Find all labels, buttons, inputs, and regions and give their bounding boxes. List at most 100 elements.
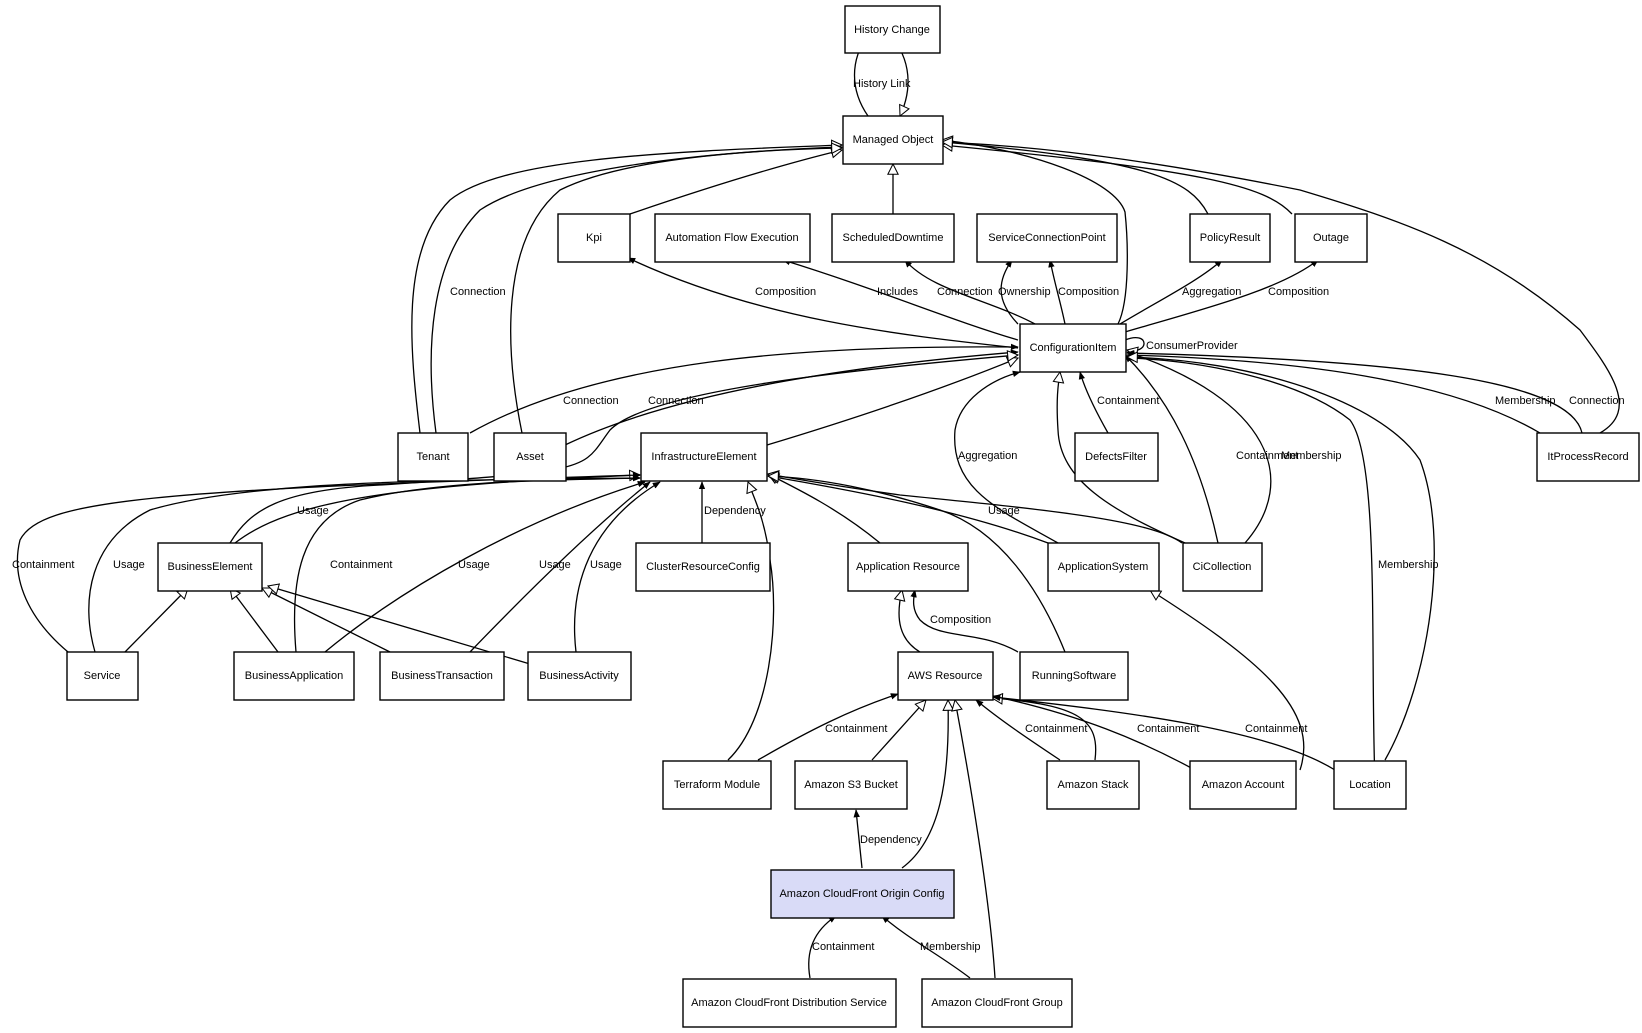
edge-itpr-mo [942,142,1620,434]
svg-text:Kpi: Kpi [586,232,602,244]
node-cluster-resource-config[interactable]: ClusterResourceConfig [635,542,771,592]
edge-stack-aws: Containment [975,699,1087,761]
edge-outage-mo [942,145,1293,215]
svg-text:Managed Object: Managed Object [853,134,934,146]
node-ci-collection[interactable]: CiCollection [1182,542,1263,592]
edge-label-tenant-mo-connection: Connection [450,286,506,298]
edge-service-ie-containment: Containment [12,472,641,653]
node-it-process-record[interactable]: ItProcessRecord [1536,432,1640,482]
node-business-transaction[interactable]: BusinessTransaction [379,651,505,701]
edge-cfds-cfoc: Containment [808,915,874,979]
edge-be-ie: Usage [234,475,640,544]
node-configuration-item[interactable]: ConfigurationItem [1019,323,1127,373]
edge-label-be-ie: Usage [297,505,329,517]
svg-text:History Change: History Change [854,24,930,36]
edge-label-bt-usage: Usage [539,559,571,571]
svg-text:Asset: Asset [516,451,544,463]
node-aws-resource[interactable]: AWS Resource [897,651,994,701]
node-application-resource[interactable]: Application Resource [847,542,969,592]
edge-policy-mo [942,142,1209,215]
edge-ci-self: ConsumerProvider [1124,337,1238,352]
svg-text:CiCollection: CiCollection [1193,561,1252,573]
edge-asset-ci: Connection [564,349,1019,446]
svg-text:BusinessElement: BusinessElement [168,561,253,573]
node-business-activity[interactable]: BusinessActivity [527,651,632,701]
node-application-system[interactable]: ApplicationSystem [1047,542,1160,592]
svg-text:ClusterResourceConfig: ClusterResourceConfig [646,561,760,573]
edge-tenant-mo [411,145,842,434]
edge-label-ci-kpi: Composition [755,286,816,298]
node-outage[interactable]: Outage [1294,213,1368,263]
svg-text:Amazon CloudFront Distribution: Amazon CloudFront Distribution Service [691,997,887,1009]
node-amazon-cloudfront-origin-config[interactable]: Amazon CloudFront Origin Config [770,869,955,919]
node-automation-flow-execution[interactable]: Automation Flow Execution [654,213,811,263]
node-infrastructure-element[interactable]: InfrastructureElement [640,432,768,482]
node-amazon-stack[interactable]: Amazon Stack [1046,760,1140,810]
edge-label-stack-aws: Containment [1025,723,1087,735]
edge-ci-outage: Composition [1124,259,1329,333]
svg-text:ApplicationSystem: ApplicationSystem [1058,561,1149,573]
edge-label-location-membership: Membership [1378,559,1439,571]
edge-label-history-link: History Link [853,78,911,90]
node-business-element[interactable]: BusinessElement [157,542,263,592]
svg-text:BusinessApplication: BusinessApplication [245,670,343,682]
edge-account-aws: Containment [992,694,1199,771]
edge-label-cicoll-membership: Membership [1281,450,1342,462]
edge-label-ba-containment: Containment [330,559,392,571]
edge-appsys-ie [768,476,1049,544]
node-location[interactable]: Location [1333,760,1407,810]
edge-bact-ie-usage: Usage [573,481,661,653]
edge-rs-ar: Composition [910,589,1019,653]
node-policy-result[interactable]: PolicyResult [1189,213,1271,263]
svg-text:Location: Location [1349,779,1391,791]
edge-label-ba-usage: Usage [458,559,490,571]
edge-ba-be [230,588,279,653]
edge-label-cfg: Membership [920,941,981,953]
svg-text:InfrastructureElement: InfrastructureElement [651,451,756,463]
edge-label-cfoc-s3: Dependency [860,834,922,846]
svg-text:Automation Flow Execution: Automation Flow Execution [665,232,798,244]
edge-ci-policy: Aggregation [1119,259,1241,325]
node-asset[interactable]: Asset [493,432,567,482]
node-amazon-account[interactable]: Amazon Account [1189,760,1297,810]
svg-text:Amazon S3 Bucket: Amazon S3 Bucket [804,779,898,791]
svg-text:DefectsFilter: DefectsFilter [1085,451,1147,463]
edge-label-cfds: Containment [812,941,874,953]
edge-label-service-containment: Containment [12,559,74,571]
node-scheduled-downtime[interactable]: ScheduledDowntime [831,213,955,263]
node-amazon-cloudfront-group[interactable]: Amazon CloudFront Group [921,978,1073,1028]
node-defects-filter[interactable]: DefectsFilter [1074,432,1159,482]
svg-text:Application Resource: Application Resource [856,561,960,573]
edge-cfg-aws [955,700,996,979]
svg-text:ItProcessRecord: ItProcessRecord [1547,451,1628,463]
node-managed-object[interactable]: Managed Object [842,115,944,165]
edge-location-ci-hollow [1127,357,1435,761]
node-kpi[interactable]: Kpi [557,213,631,263]
edge-label-ci-afe: Includes [877,286,918,298]
node-service[interactable]: Service [66,651,139,701]
node-history-change[interactable]: History Change [844,5,941,54]
node-business-application[interactable]: BusinessApplication [233,651,355,701]
node-running-software[interactable]: RunningSoftware [1019,651,1129,701]
svg-text:Amazon CloudFront Origin Confi: Amazon CloudFront Origin Config [779,888,944,900]
svg-text:BusinessActivity: BusinessActivity [539,670,619,682]
node-amazon-cloudfront-distribution-service[interactable]: Amazon CloudFront Distribution Service [682,978,897,1028]
edge-cicoll-ie: Usage [768,474,1183,544]
edge-label-itpr-membership: Membership [1495,395,1556,407]
edge-ie-ci [766,358,1018,446]
svg-text:Service: Service [84,670,121,682]
edge-tf-aws: Containment [757,693,899,761]
edge-bt-be [262,587,391,653]
node-service-connection-point[interactable]: ServiceConnectionPoint [976,213,1118,263]
edge-label-tf-aws: Containment [825,723,887,735]
node-amazon-s3-bucket[interactable]: Amazon S3 Bucket [794,760,908,810]
svg-text:Amazon Account: Amazon Account [1202,779,1285,791]
svg-text:Outage: Outage [1313,232,1349,244]
edge-ba-ie-usage: Usage [324,481,646,653]
edge-location-ci-membership: Membership [1126,355,1439,783]
node-tenant[interactable]: Tenant [397,432,469,482]
node-terraform-module[interactable]: Terraform Module [662,760,772,810]
edge-ci-afe: Includes [782,259,1019,341]
svg-text:ConfigurationItem: ConfigurationItem [1030,342,1117,354]
